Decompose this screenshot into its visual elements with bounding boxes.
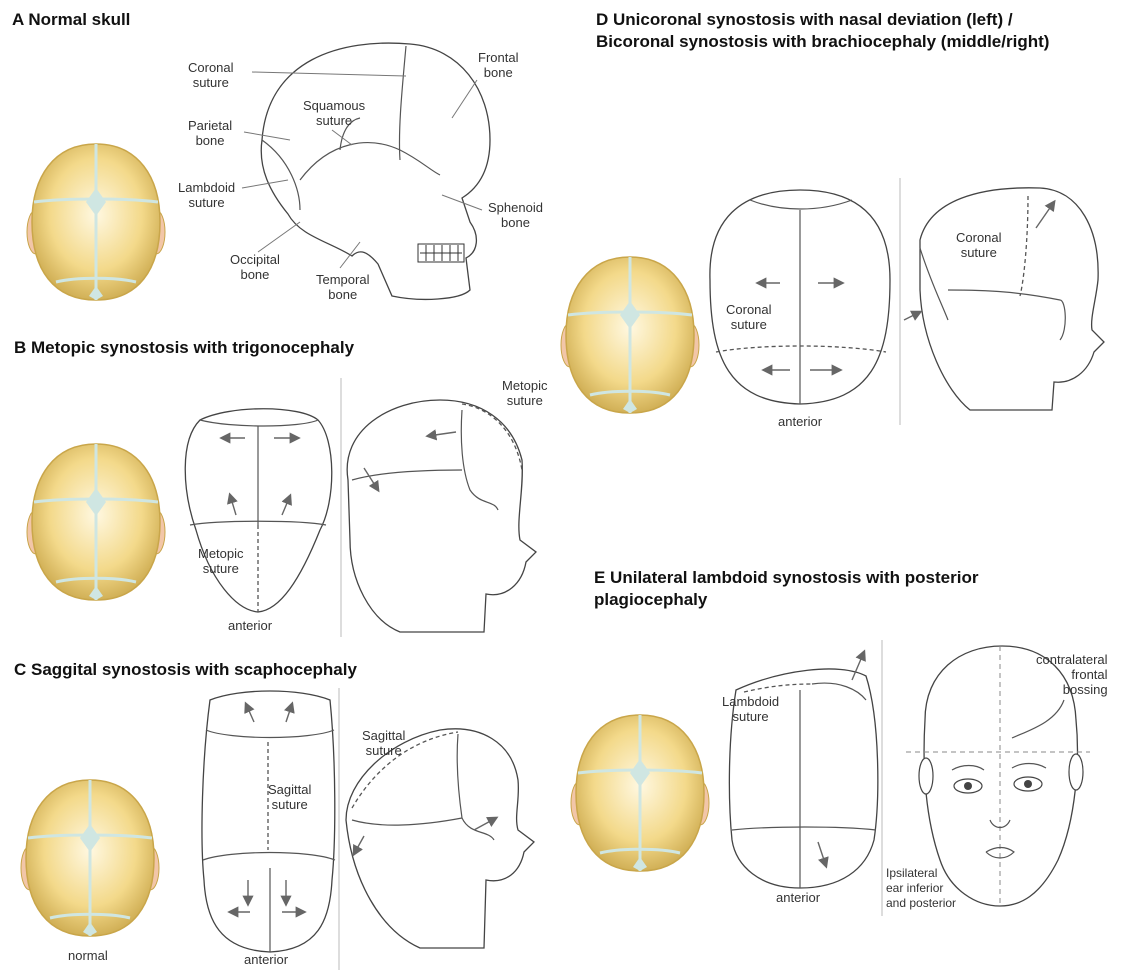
panel-b-title: B Metopic synostosis with trigonocephaly [14, 338, 354, 358]
skull-top-view-e [571, 715, 709, 871]
scaphocephaly-side-view [346, 729, 534, 948]
trigonocephaly-side-view [347, 400, 536, 632]
panel-c-title: C Saggital synostosis with scaphocephaly [14, 660, 357, 680]
label-anterior-c: anterior [244, 952, 288, 967]
label-anterior-e: anterior [776, 890, 820, 905]
label-sagittal-suture-side: Sagittal suture [362, 728, 405, 758]
label-temporal-bone: Temporal bone [316, 272, 369, 302]
normal-skull-top-view-c [21, 780, 159, 936]
normal-skull-top-view-b [27, 444, 165, 600]
label-anterior-d: anterior [778, 414, 822, 429]
label-frontal-bone: Frontal bone [478, 50, 518, 80]
panel-d-title-line1: D Unicoronal synostosis with nasal devia… [596, 10, 1013, 30]
label-ipsilateral-ear: Ipsilateral ear inferior and posterior [886, 866, 956, 911]
label-sagittal-suture: Sagittal suture [268, 782, 311, 812]
label-anterior-b: anterior [228, 618, 272, 633]
label-metopic-suture: Metopic suture [198, 546, 244, 576]
label-normal: normal [68, 948, 108, 963]
trigonocephaly-top-view [185, 409, 332, 612]
panel-e-title-line2: plagiocephaly [594, 590, 707, 610]
brachiocephaly-top-view [710, 190, 890, 404]
label-coronal-suture: Coronal suture [188, 60, 234, 90]
label-coronal-suture-d: Coronal suture [726, 302, 772, 332]
skull-top-view-d [561, 257, 699, 413]
label-squamous-suture: Squamous suture [303, 98, 365, 128]
plagiocephaly-top-view [729, 652, 877, 888]
panel-a-title: A Normal skull [12, 10, 130, 30]
label-sphenoid-bone: Sphenoid bone [488, 200, 543, 230]
normal-skull-top-view [27, 144, 165, 300]
label-coronal-suture-side: Coronal suture [956, 230, 1002, 260]
panel-d-title-line2: Bicoronal synostosis with brachiocephaly… [596, 32, 1049, 52]
brachiocephaly-side-view [904, 188, 1104, 410]
label-lambdoid-suture: Lambdoid suture [178, 180, 235, 210]
label-lambdoid-suture-e: Lambdoid suture [722, 694, 779, 724]
panel-e-title-line1: E Unilateral lambdoid synostosis with po… [594, 568, 978, 588]
label-metopic-suture-side: Metopic suture [502, 378, 548, 408]
label-occipital-bone: Occipital bone [230, 252, 280, 282]
scaphocephaly-top-view [202, 691, 335, 952]
label-contralateral-frontal-bossing: contralateral frontal bossing [1036, 652, 1108, 697]
label-parietal-bone: Parietal bone [188, 118, 232, 148]
